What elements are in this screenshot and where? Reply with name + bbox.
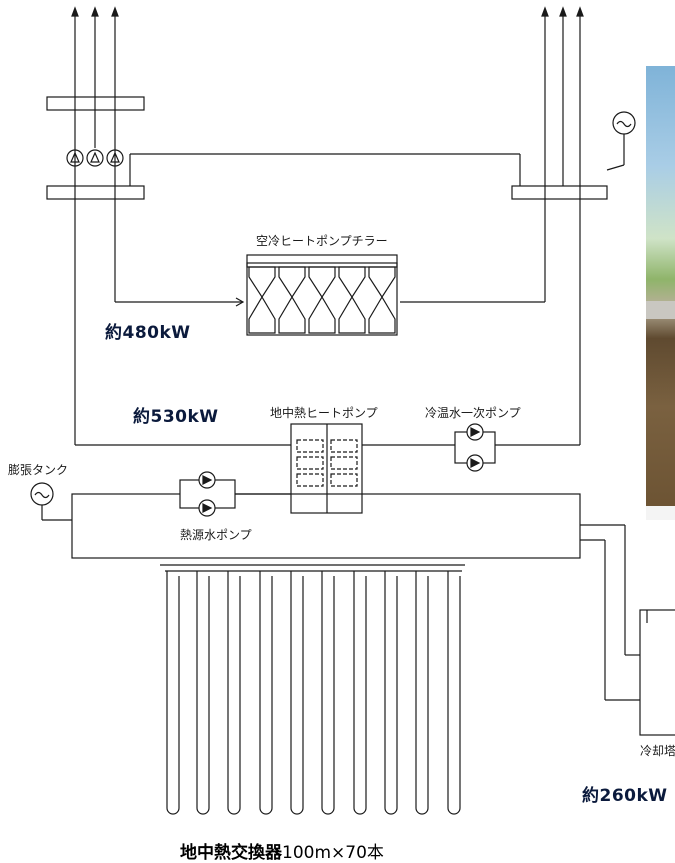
- left-supply-pipes: [71, 6, 119, 445]
- heat-source-pump-label: 熱源水ポンプ: [180, 528, 252, 542]
- exchanger-header-pipes: [160, 564, 465, 572]
- heat-source-loop: [71, 493, 581, 559]
- cooling-tower-label: 冷却塔: [640, 744, 675, 758]
- capacity-480-label: 約480kW: [105, 323, 191, 343]
- chiller-cells: [248, 266, 396, 334]
- heat-source-pump-bypass: [179, 471, 236, 517]
- cooling-tower-unit: [639, 609, 675, 736]
- right-expansion-tank: [606, 111, 636, 171]
- cooling-tower-pipes: [580, 524, 640, 701]
- right-header: [511, 185, 608, 200]
- air-cooled-chiller: [246, 254, 398, 336]
- chiller-loop: [115, 297, 545, 307]
- ground-exchanger-caption: 地中熱交換器100m×70本: [180, 838, 384, 863]
- right-supply-pipes: [541, 6, 584, 445]
- expansion-tank-label: 膨張タンク: [8, 463, 69, 477]
- geo-heat-pump: [290, 423, 363, 514]
- left-header-upper: [46, 96, 145, 111]
- capacity-260-label: 約260kW: [582, 786, 668, 806]
- left-header-lower: [46, 185, 145, 200]
- geo-heat-pump-label: 地中熱ヒートポンプ: [270, 406, 378, 420]
- left-pump-symbols: [66, 149, 124, 167]
- left-expansion-tank: [30, 482, 72, 521]
- cold-hot-pump-label: 冷温水一次ポンプ: [425, 406, 521, 420]
- photo-edge: [646, 506, 675, 520]
- cold-hot-pump-bypass: [454, 423, 496, 472]
- capacity-530-label: 約530kW: [133, 407, 219, 427]
- photo-road: [646, 301, 675, 319]
- air-chiller-label: 空冷ヒートポンプチラー: [256, 234, 388, 248]
- site-photo: [646, 66, 675, 520]
- header-crossover: [129, 153, 521, 186]
- exchanger-spec: 100m×70本: [282, 843, 384, 863]
- ground-exchangers: [166, 571, 461, 815]
- exchanger-name: 地中熱交換器: [180, 843, 282, 863]
